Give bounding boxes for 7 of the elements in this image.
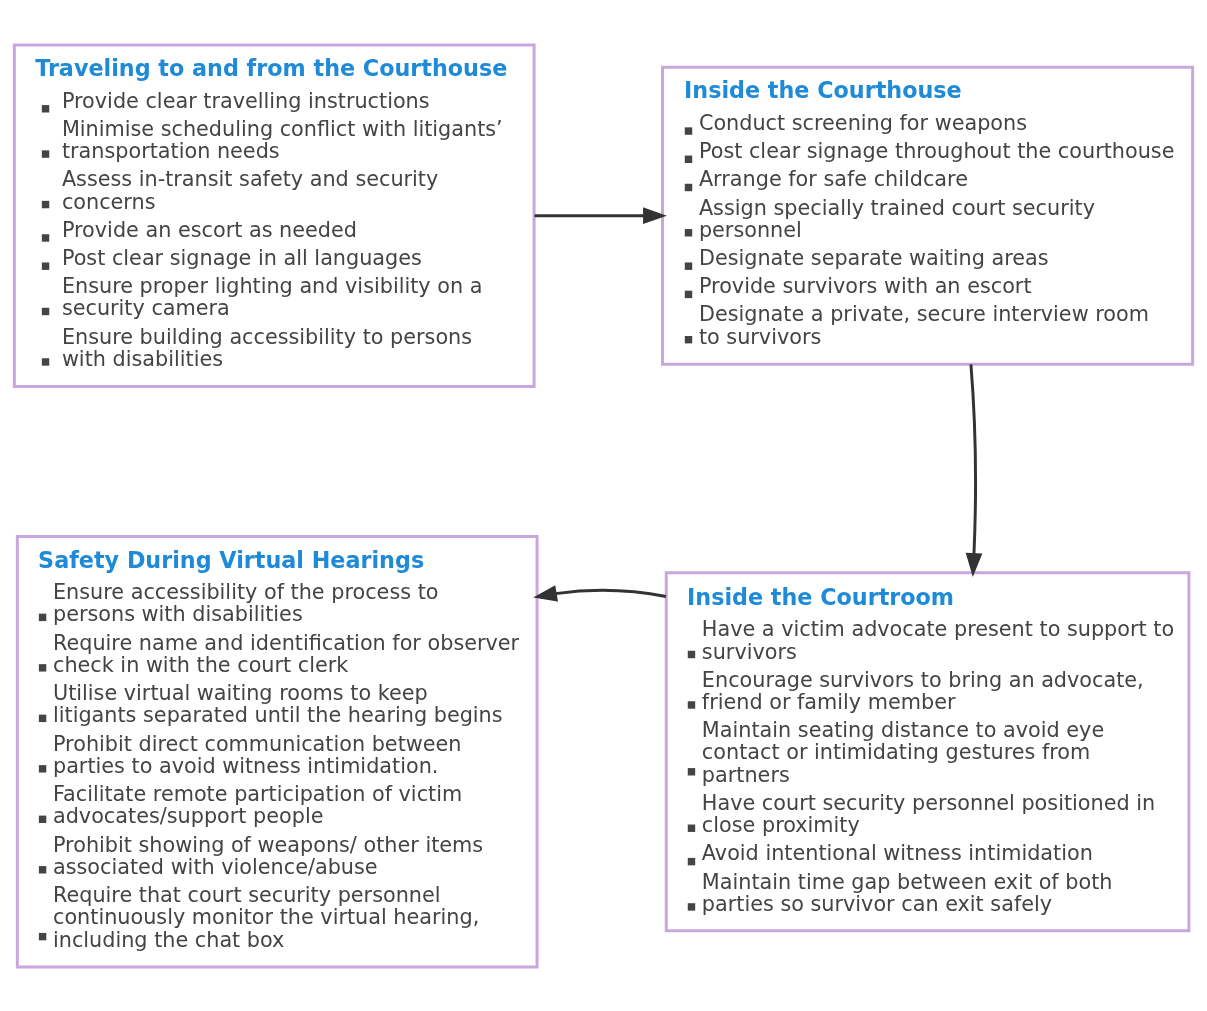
node-box: Inside the Courthouse Conduct screening for weapons Post clear signage throughout the courthouse Arrange for safe childcare Assign specially trained court security personnel Designate separate waiting areas Provide survivors with an escort Designate a private, secure interview room to survivors: [661, 65, 1195, 366]
arrow: [965, 363, 983, 577]
node-box: Traveling to and from the Courthouse Provide clear travelling instructions Minimise scheduling conflict with litigants’ transportation needs Assess in-transit safety and security concerns Provide an escort as needed Post clear signage in all languages Ensure proper lighting and visibility on a security camera Ensure building accessibility to persons with disabilities: [12, 42, 536, 388]
arrow: [533, 584, 667, 602]
arrow: [534, 206, 667, 224]
node-box: Safety During Virtual Hearings Ensure accessibility of the process to persons with disabilities Require name and identification for observer check in with the court clerk Utilise virtual waiting rooms to keep litigants separated until the hearing begins Prohibit direct communication between parties to avoid witness intimidation. Facilitate remote participation of victim advocates/support people Prohibit showing of weapons/ other items associated with violence/abuse Require that court security personnel continuously monitor the virtual hearing, including the chat box: [15, 534, 539, 969]
node-box: Inside the Courtroom Have a victim advocate present to support to survivors Encourage survivors to bring an advocate, friend or family member Maintain seating distance to avoid eye contact or intimidating gestures from partners Have court security personnel positioned in close proximity Avoid intentional witness intimidation Maintain time gap between exit of both parties so survivor can exit safely: [664, 570, 1191, 932]
